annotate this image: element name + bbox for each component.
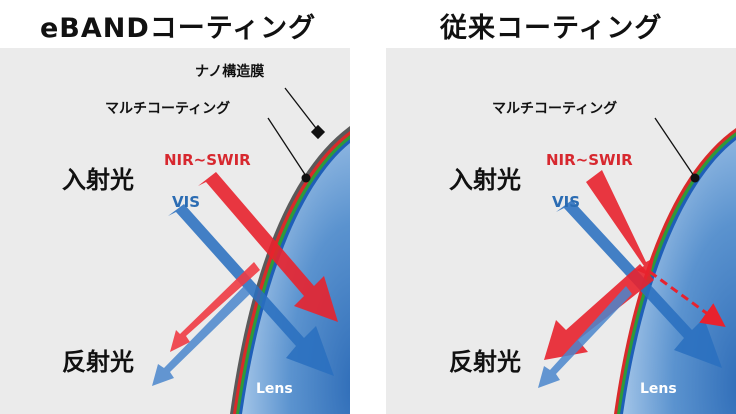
reflected-vis-arrow-right bbox=[538, 286, 632, 388]
multi-leader-line-left bbox=[267, 117, 307, 177]
multi-coating-label-left: マルチコーティング bbox=[105, 100, 230, 117]
multi-leader-line-right bbox=[654, 117, 695, 177]
reflected-vis-arrow bbox=[152, 286, 250, 386]
incident-vis-arrow bbox=[168, 204, 334, 376]
vis-label-left: VIS bbox=[172, 193, 200, 211]
multi-marker-dot-left bbox=[301, 173, 311, 183]
multi-marker-dot-right bbox=[690, 173, 700, 183]
incident-nir-arrow-right bbox=[586, 170, 654, 276]
panel-left: ナノ構造膜 マルチコーティング NIR~SWIR VIS 入射光 反射光 Len… bbox=[0, 48, 350, 414]
nano-leader-line bbox=[284, 87, 320, 133]
nano-structure-label: ナノ構造膜 bbox=[195, 63, 264, 80]
reflected-light-label-left: 反射光 bbox=[62, 348, 134, 376]
nano-marker-diamond bbox=[310, 124, 326, 140]
panel-right: マルチコーティング NIR~SWIR VIS 入射光 反射光 Lens bbox=[386, 48, 736, 414]
nir-label-left: NIR~SWIR bbox=[164, 151, 251, 169]
reflected-light-label-right: 反射光 bbox=[449, 348, 521, 376]
vis-label-right: VIS bbox=[552, 193, 580, 211]
reflected-nir-arrow bbox=[170, 262, 260, 352]
lens-label-right: Lens bbox=[640, 381, 677, 397]
transmitted-nir-dashed-arrow bbox=[649, 270, 726, 328]
incident-light-label-right: 入射光 bbox=[449, 166, 521, 194]
title-eband: eBANDコーティング bbox=[40, 13, 317, 44]
incident-light-label-left: 入射光 bbox=[62, 166, 134, 194]
incident-nir-arrow bbox=[198, 172, 338, 322]
multi-coating-label-right: マルチコーティング bbox=[492, 100, 617, 117]
lens-label-left: Lens bbox=[256, 381, 293, 397]
title-conventional: 従来コーティング bbox=[440, 13, 663, 44]
nir-label-right: NIR~SWIR bbox=[546, 151, 633, 169]
